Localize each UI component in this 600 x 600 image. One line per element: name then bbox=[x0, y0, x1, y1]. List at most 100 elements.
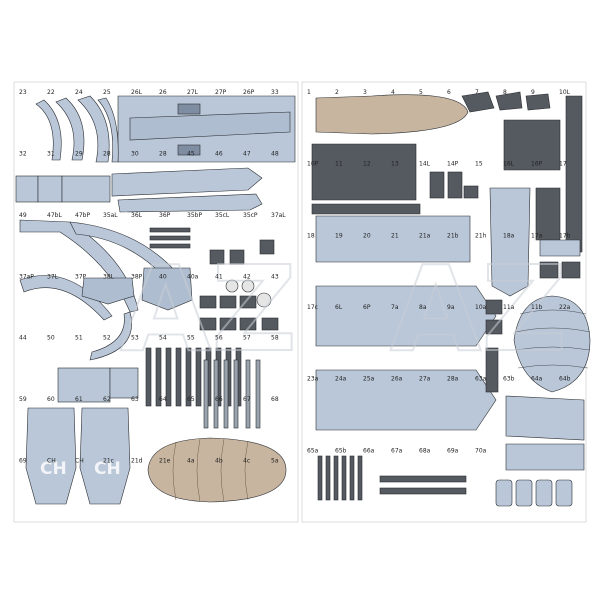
part-label: 62 bbox=[103, 396, 111, 403]
part-label: 57 bbox=[243, 335, 251, 342]
part-41-block bbox=[109, 367, 139, 399]
part-label: 7a bbox=[391, 304, 399, 311]
part-label: 17c bbox=[307, 304, 318, 311]
part-label: 50 bbox=[47, 335, 55, 342]
part-40-block bbox=[57, 367, 111, 403]
part-10L-dark bbox=[311, 143, 417, 201]
part-label: 59 bbox=[19, 396, 27, 403]
part-label: 28a bbox=[447, 376, 459, 383]
part-label: 21e bbox=[159, 458, 171, 465]
part-label: 2 bbox=[335, 89, 339, 96]
part-label: 10a bbox=[475, 304, 487, 311]
part-label: 13 bbox=[391, 161, 399, 168]
part-label: 51 bbox=[75, 335, 83, 342]
part-label: 40 bbox=[159, 273, 167, 280]
part-label: 11 bbox=[335, 161, 343, 168]
roundel-1 bbox=[177, 103, 201, 115]
dark-components bbox=[149, 227, 279, 331]
part-label: 25 bbox=[103, 89, 111, 96]
marking-ch-right: CH bbox=[94, 459, 121, 479]
part-label: 64 bbox=[159, 396, 167, 403]
part-label: 5 bbox=[419, 89, 423, 96]
part-label: 60 bbox=[47, 396, 55, 403]
part-label: 15 bbox=[475, 161, 483, 168]
part-label: 35aL bbox=[103, 212, 118, 219]
part-label: 61 bbox=[75, 396, 83, 403]
part-label: 45 bbox=[187, 150, 195, 157]
part-label: 37L bbox=[47, 273, 59, 280]
part-13-vertical bbox=[489, 187, 531, 297]
part-label: 63 bbox=[131, 396, 139, 403]
part-label: 35bP bbox=[187, 212, 202, 219]
part-label: 12 bbox=[363, 161, 371, 168]
part-label: 17 bbox=[559, 161, 567, 168]
part-label: 37aP bbox=[19, 273, 34, 280]
bottom-right-tabs bbox=[495, 479, 573, 507]
wheel-2 bbox=[241, 279, 255, 293]
part-label: 68a bbox=[419, 447, 431, 454]
part-label: 48 bbox=[271, 150, 279, 157]
part-label: 36P bbox=[159, 212, 171, 219]
part-16-right bbox=[539, 239, 581, 257]
part-label: 43 bbox=[271, 273, 279, 280]
bottom-rails-right bbox=[317, 455, 467, 501]
part-label: 67 bbox=[243, 396, 251, 403]
part-32 bbox=[37, 175, 63, 203]
part-right-ch-panel bbox=[79, 407, 131, 505]
part-label: 54 bbox=[159, 335, 167, 342]
part-label: 17a bbox=[531, 232, 543, 239]
part-label: 19 bbox=[335, 232, 343, 239]
part-label: 68 bbox=[271, 396, 279, 403]
part-left-ch-panel bbox=[25, 407, 77, 505]
part-label: 28 bbox=[159, 150, 167, 157]
part-label: 8a bbox=[419, 304, 427, 311]
part-30-long bbox=[117, 193, 263, 213]
part-label: 20 bbox=[363, 232, 371, 239]
part-label: 25a bbox=[363, 376, 375, 383]
part-label: 33 bbox=[271, 89, 279, 96]
part-21a-panel bbox=[505, 395, 585, 441]
part-label: 47bL bbox=[47, 212, 62, 219]
part-33 bbox=[15, 175, 39, 203]
part-label: 28 bbox=[103, 150, 111, 157]
part-label: 21 bbox=[391, 232, 399, 239]
part-canopy-1 bbox=[461, 91, 495, 113]
part-label: 18a bbox=[503, 232, 515, 239]
part-label: 21h bbox=[475, 232, 487, 239]
part-label: 16L bbox=[503, 161, 515, 168]
part-label: 17b bbox=[559, 232, 571, 239]
part-label: 55 bbox=[187, 335, 195, 342]
part-27-strip bbox=[97, 97, 119, 163]
part-label: 32 bbox=[19, 150, 27, 157]
part-label: 26P bbox=[243, 89, 255, 96]
part-label: 40a bbox=[187, 273, 199, 280]
part-dark-right-1 bbox=[503, 119, 561, 171]
part-label: 10P bbox=[307, 161, 319, 168]
part-label: 14P bbox=[447, 161, 459, 168]
part-label: 67a bbox=[391, 447, 403, 454]
part-39-bay bbox=[141, 267, 193, 311]
part-24-strip bbox=[35, 99, 62, 161]
part-label: 65a bbox=[307, 447, 319, 454]
marking-ch-left: CH bbox=[40, 459, 67, 479]
part-label: 64b bbox=[559, 376, 571, 383]
part-28-curve-right-lower bbox=[89, 311, 132, 361]
part-label: 58 bbox=[271, 335, 279, 342]
part-label: CH bbox=[75, 458, 84, 465]
part-label: 24a bbox=[335, 376, 347, 383]
part-label: 27P bbox=[215, 89, 227, 96]
part-label: 63b bbox=[503, 376, 515, 383]
part-label: 26L bbox=[131, 89, 143, 96]
part-label: 10L bbox=[559, 89, 571, 96]
part-label: 21b bbox=[447, 232, 459, 239]
part-20-hull bbox=[315, 369, 497, 431]
part-label: 18 bbox=[307, 232, 315, 239]
right-parts-group bbox=[311, 91, 591, 507]
roundel-2 bbox=[177, 144, 201, 156]
part-label: 69 bbox=[19, 458, 27, 465]
part-label: 16P bbox=[531, 161, 543, 168]
part-label: 47 bbox=[243, 150, 251, 157]
oval-21-seams bbox=[515, 309, 591, 369]
part-label: 24 bbox=[75, 89, 83, 96]
part-label: 53 bbox=[131, 335, 139, 342]
